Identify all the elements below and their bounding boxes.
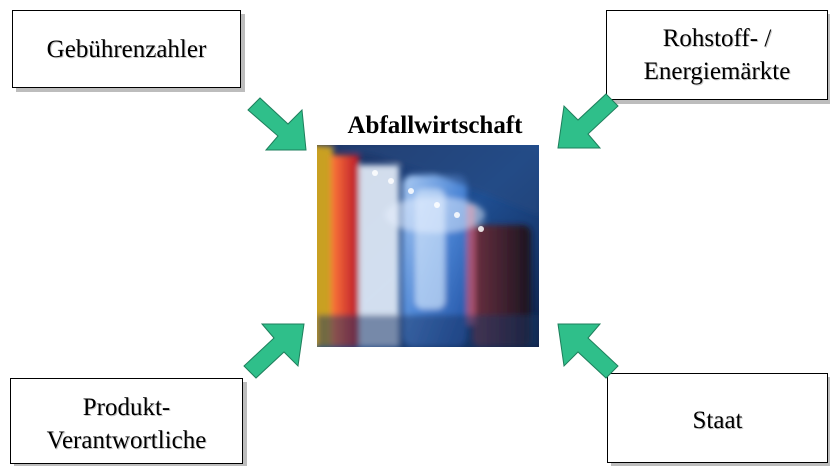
rohstoff-label: Rohstoff- /	[662, 25, 772, 52]
produkt-verantwortliche-box: Produkt- Verantwortliche	[10, 378, 243, 464]
produkt-label: Produkt-	[82, 394, 171, 421]
arrow-from-gebuehrenzahler	[247, 97, 307, 151]
verantwortliche-label: Verantwortliche	[46, 427, 207, 454]
gebuehrenzahler-box: Gebührenzahler	[12, 10, 241, 88]
center-title: Abfallwirtschaft	[347, 112, 523, 139]
staat-label: Staat	[692, 407, 743, 434]
arrow-from-produkt-verantwortliche	[243, 323, 305, 379]
energiemaerkte-label: Energiemärkte	[643, 58, 791, 85]
center-photo	[317, 145, 539, 347]
rohstoff-energiemaerkte-box: Rohstoff- / Energiemärkte	[606, 10, 828, 100]
arrow-from-staat	[557, 323, 619, 379]
arrow-from-rohstoff-energie	[557, 93, 619, 149]
gebuehrenzahler-label: Gebührenzahler	[46, 35, 207, 63]
staat-box: Staat	[607, 373, 828, 463]
